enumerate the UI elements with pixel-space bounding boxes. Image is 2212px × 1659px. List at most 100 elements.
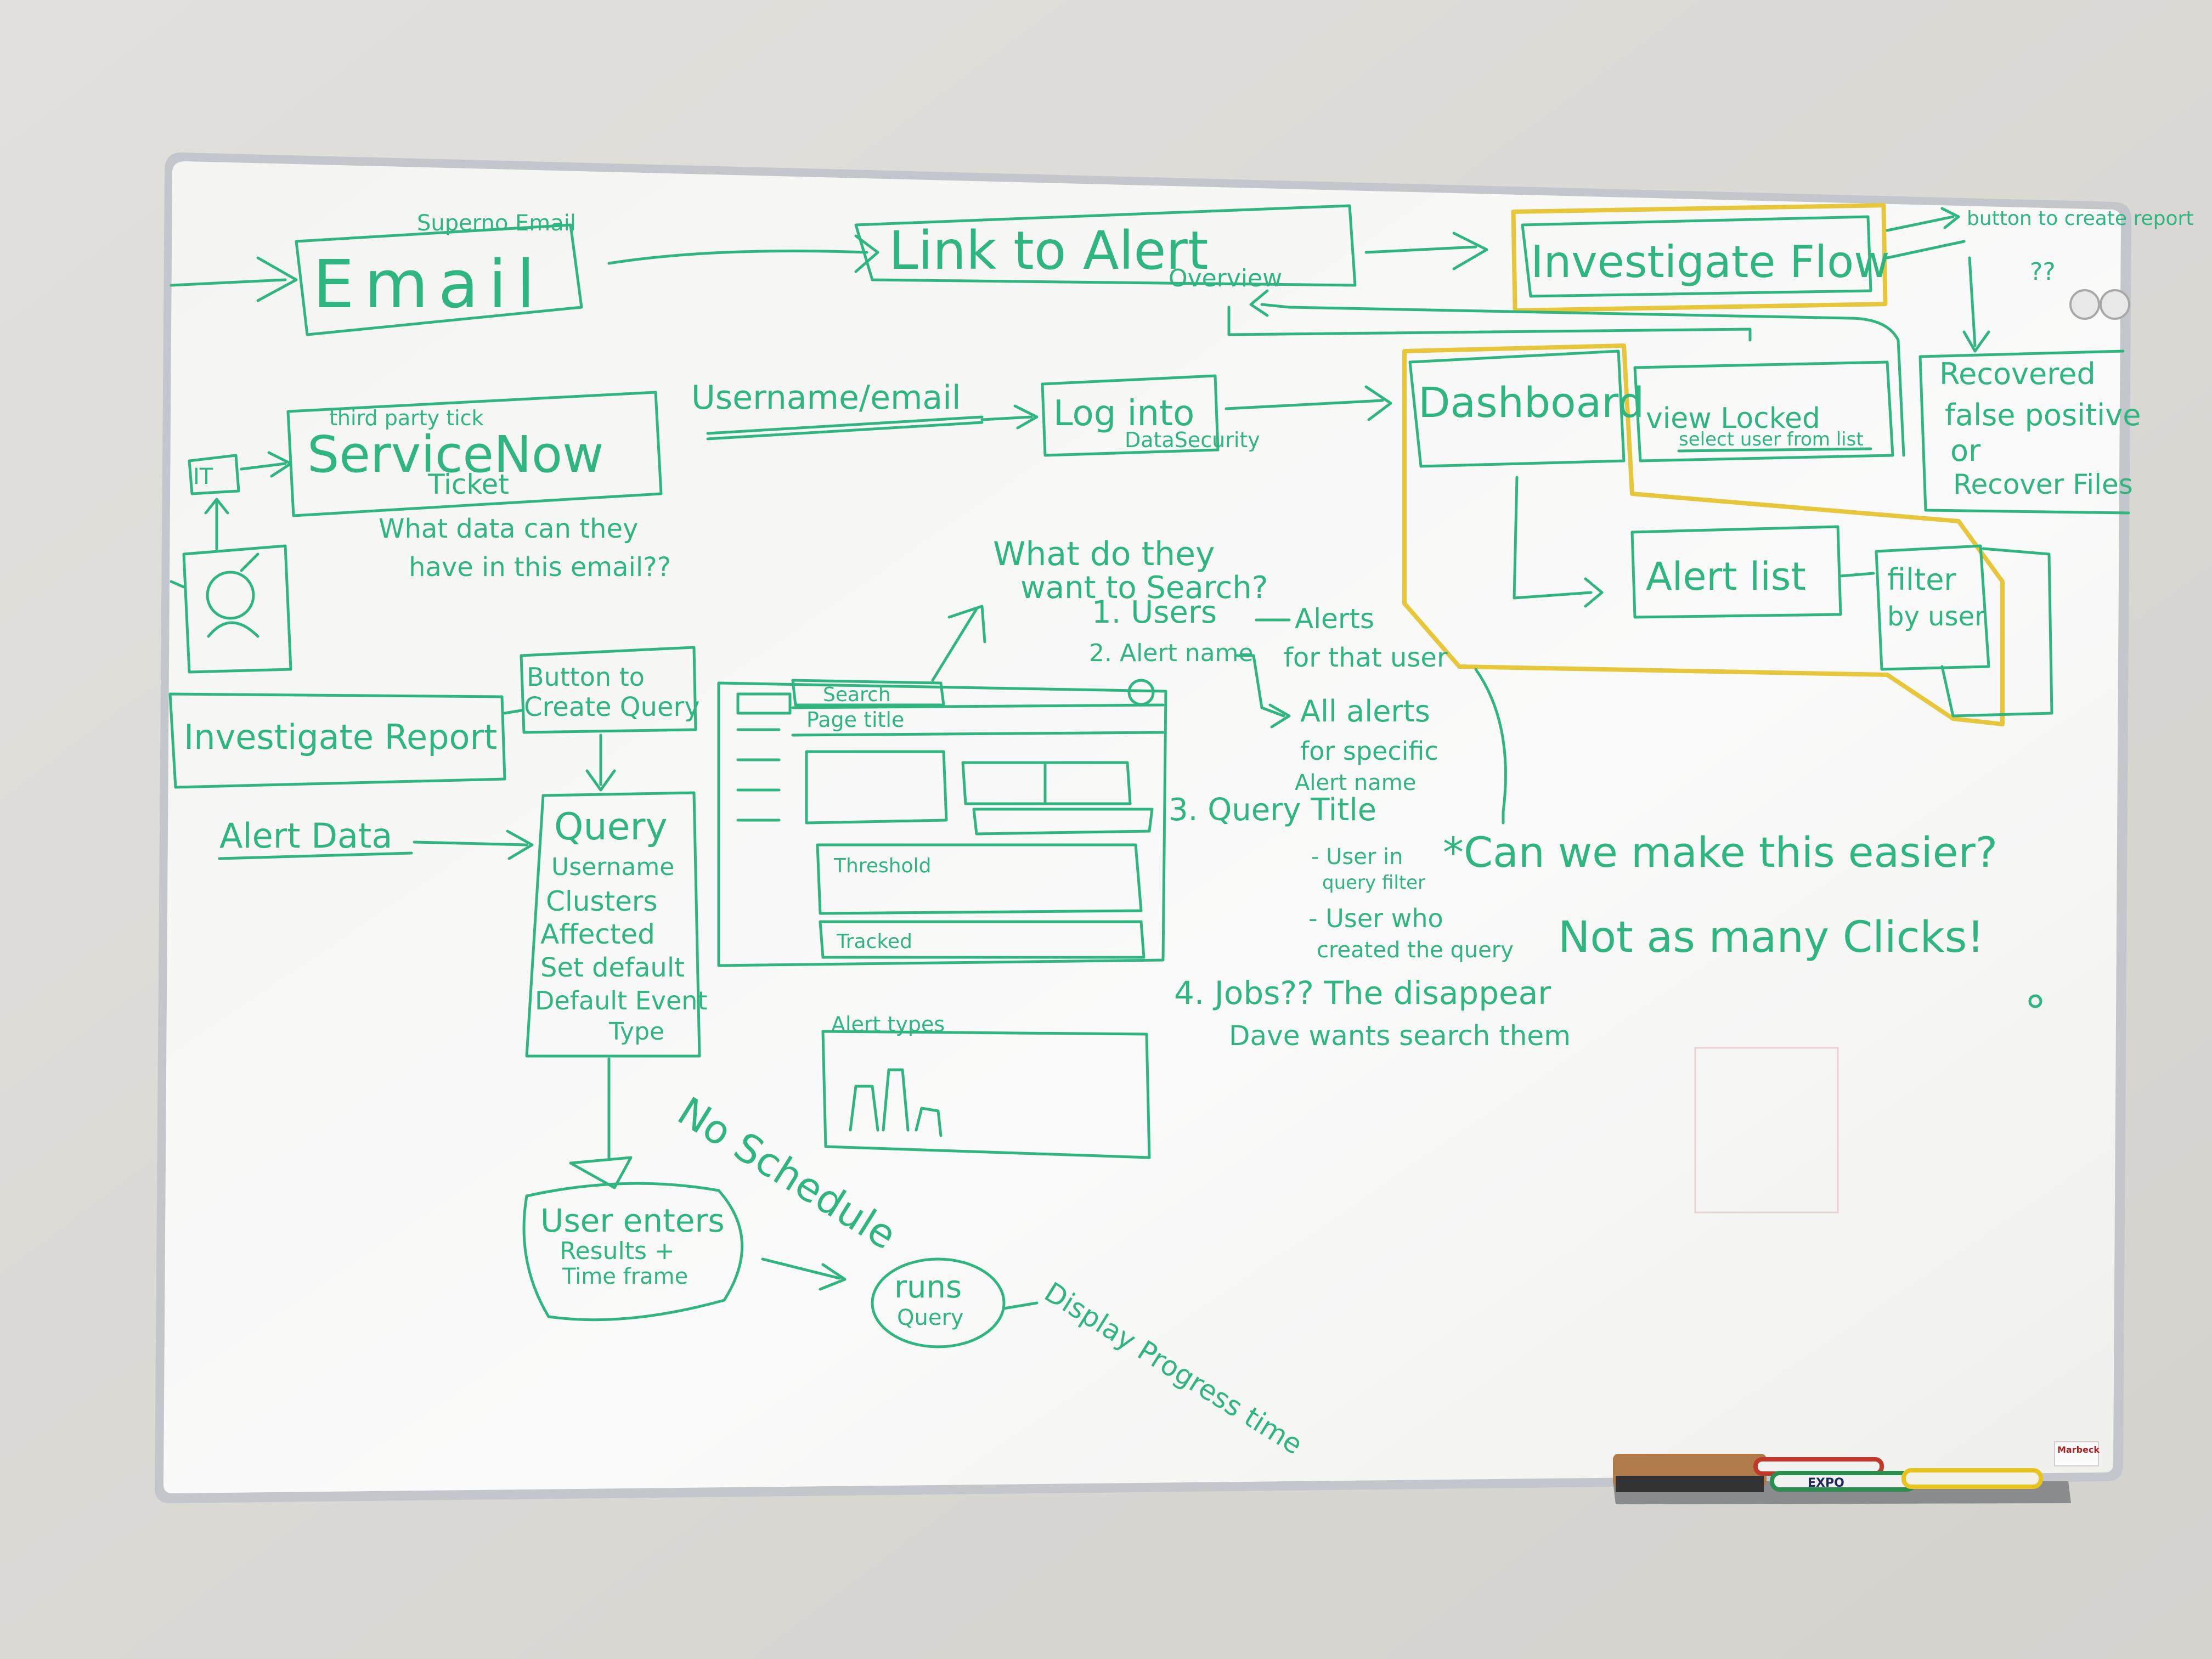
filter-label-1: filter [1887,562,1956,597]
select-user-underline [1677,447,1872,453]
login-label: Log into [1053,393,1194,434]
servicenow-ticket: Ticket [427,469,509,500]
link-report-to-button [503,709,523,715]
wireframe-alert-types: Alert types [831,1012,945,1036]
left-connector [170,580,185,589]
arrow-login-to-dashboard [1224,385,1392,421]
arrow-alertdata-to-query [413,830,534,860]
button-to-create-report: button to create report [1967,207,2193,230]
wireframe-arrow-search [931,605,986,682]
runs-query-2: Query [897,1305,964,1330]
alert-list-box [1630,525,1842,619]
runs-query-1: runs [894,1269,962,1305]
search-item-3-sub-2b: created the query [1317,938,1514,963]
marker-yellow [1901,1468,2043,1489]
arrow-query-to-userenters [569,1057,633,1189]
search-item-2-arrow [1235,654,1291,729]
board-surface [163,161,2121,1493]
arrow-button-to-query [585,733,616,792]
investigate-report-box [168,692,506,789]
wireframe-sidebar [736,692,792,822]
servicenow-label: ServiceNow [307,425,603,484]
search-item-2-note-2: for specific [1300,736,1438,766]
query-line: Username [551,853,674,881]
return-arrow [1249,289,1905,457]
recovered-line-1: Recovered [1939,357,2096,391]
dashboard-highlight [1402,343,2005,726]
arrow-link-to-investigate [1364,232,1488,270]
filter-outer-box [1940,547,2053,718]
arrow-to-recovered [1886,240,1990,353]
login-box [1041,374,1220,457]
easier-note: *Can we make this easier? [1443,828,1997,877]
search-item-2-note-1: All alerts [1300,694,1430,729]
query-line: Default Event [535,986,707,1015]
smiley-mark [2028,994,2042,1008]
email-box [295,223,583,336]
email-note: Superno Email [417,211,576,236]
search-item-2-note-3: Alert name [1295,770,1416,795]
view-locked-label: view Locked [1646,402,1820,435]
investigate-report-label: Investigate Report [184,717,497,757]
wireframe-card [972,808,1154,836]
dashboard-down-line [1474,668,1507,825]
button-qmarks: ?? [2030,258,2056,286]
alert-list-label: Alert list [1646,554,1806,599]
search-item-2: 2. Alert name [1089,639,1253,667]
magnet [2069,289,2100,320]
eraser-base [1616,1476,1764,1492]
user-enters-2: Results + [560,1237,675,1265]
dashboard-return-line [1227,306,1752,342]
query-box [525,791,701,1058]
query-line: Affected [540,918,655,950]
wireframe-card [961,761,1132,805]
query-line: Set default [540,952,685,983]
search-item-1-note: Alerts [1295,603,1374,635]
wireframe-bars [849,1068,943,1137]
question-line-1: What data can they [379,514,638,544]
recovered-line-4: Recover Files [1953,469,2133,500]
wireframe-card [805,750,948,825]
query-line: Clusters [546,885,658,917]
user-enters-3: Time frame [562,1264,688,1289]
alert-data-underline [218,851,413,860]
wireframe-tracked: Tracked [836,930,912,953]
link-overview-label: Overview [1169,264,1282,292]
view-locked-box [1633,360,1894,462]
filter-label-2: by user [1887,601,1985,632]
user-enters-1: User enters [540,1202,725,1239]
question-line-2: have in this email?? [409,552,671,583]
arrow-up-to-it [204,498,229,550]
brand-sticker [2054,1441,2099,1466]
user-sketch-box [182,544,292,674]
search-item-3-sub-1: - User in [1311,844,1403,870]
user-sketch-icon [207,552,259,638]
search-item-1-note2: for that user [1284,642,1448,673]
email-label: Email [313,247,545,323]
arrow-to-login [980,404,1039,430]
query-line: Type [608,1018,664,1046]
it-label: IT [193,464,213,489]
search-item-3: 3. Query Title [1169,792,1376,828]
marker-label: EXPO [1808,1476,1844,1490]
brand-label: Marbeck [2057,1444,2100,1455]
investigate-flow-label: Investigate Flow [1531,236,1890,287]
servicenow-box [286,391,663,517]
user-sketch-icon [206,571,255,620]
wireframe-tracked-box [819,920,1146,959]
search-heading-2: want to Search? [1020,570,1268,606]
investigate-flow-box [1521,215,1872,298]
wireframe-threshold-box [816,843,1143,915]
wireframe-alerttypes-box [821,1030,1151,1159]
investigate-flow-highlight [1511,203,1888,313]
fewer-clicks-note: Not as many Clicks! [1558,913,1984,962]
arrow-dashboard-to-alertlist [1513,476,1604,608]
wireframe-page-title: Page title [806,708,904,732]
recovered-box [1918,349,2130,515]
arrow-to-filter [1839,572,1875,578]
alert-data-label: Alert Data [219,816,392,856]
link-to-alert-box [854,204,1357,287]
wireframe-search-box [791,679,945,707]
login-target: DataSecurity [1125,428,1260,452]
